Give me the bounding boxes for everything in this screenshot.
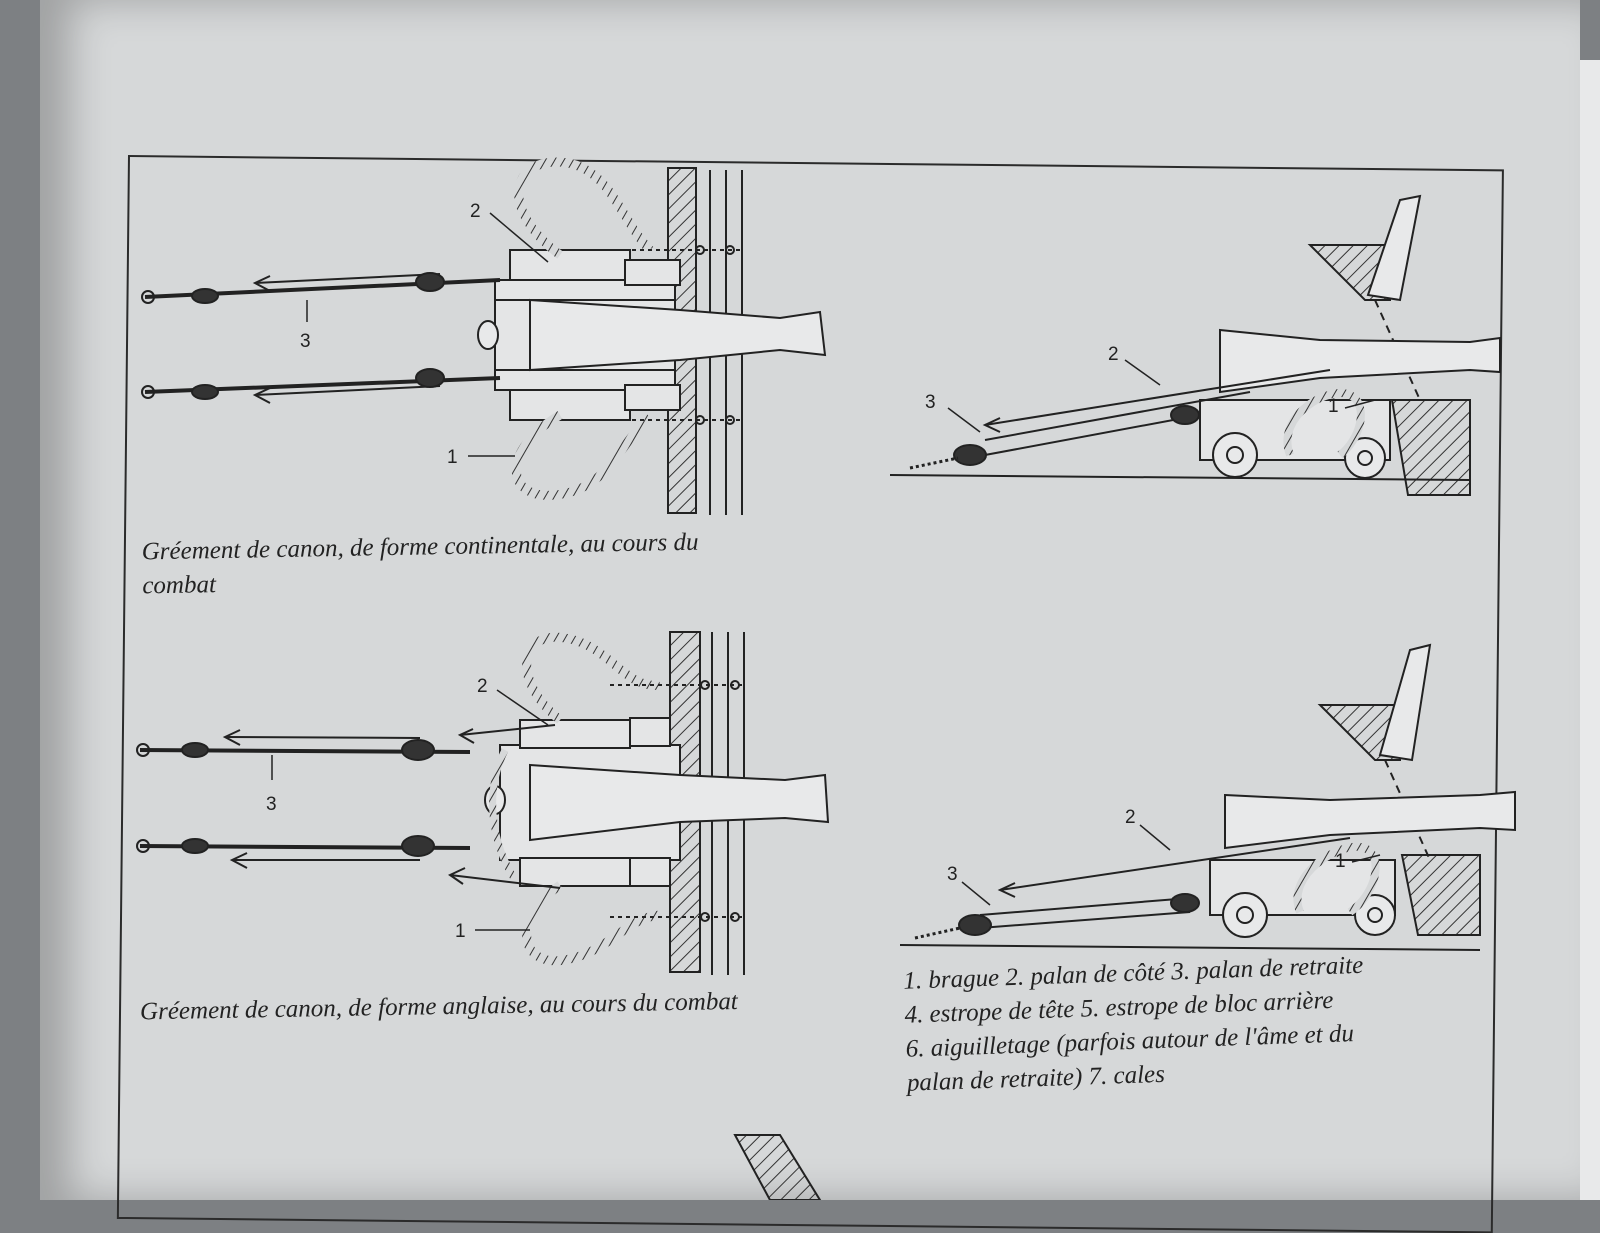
label-2-bottom-left: 2 [477,676,488,697]
english-cannon-side-view [899,643,1516,951]
next-page-edge [1580,60,1600,1200]
label-3-top-left: 3 [300,331,311,352]
label-2-top-left: 2 [470,201,481,222]
gunport-lid [1366,194,1422,302]
label-1-bottom-left: 1 [455,921,466,942]
cannon-barrel [529,298,827,372]
cannon-barrel [529,763,830,842]
label-2-bottom-right: 2 [1125,807,1136,828]
label-3-top-right: 3 [925,392,936,413]
label-2-top-right: 2 [1108,344,1119,365]
continental-cannon-side-view [889,194,1501,496]
partial-hull-next-figure [733,1134,822,1200]
hull-lower [1390,399,1471,496]
label-3-bottom-left: 3 [266,794,277,815]
hull-lower [1400,854,1481,936]
gunport-lid [1378,643,1432,762]
book-page [40,0,1580,1200]
label-1-bottom-right: 1 [1335,851,1346,872]
label-1-top-right: 1 [1328,396,1339,417]
diagram-svg: 2 3 1 [136,157,1516,1200]
legend: 1. brague 2. palan de côté 3. palan de r… [903,945,1467,1100]
label-3-bottom-right: 3 [947,864,958,885]
cannon-barrel [1219,328,1501,394]
hull-upper [1317,704,1401,761]
english-cannon-top-view [136,631,830,975]
caption-continental: Gréement de canon, de forme continentale… [141,528,699,600]
continental-cannon-top-view [141,157,827,515]
cannon-barrel [1224,790,1516,850]
label-1-top-left: 1 [447,447,458,468]
